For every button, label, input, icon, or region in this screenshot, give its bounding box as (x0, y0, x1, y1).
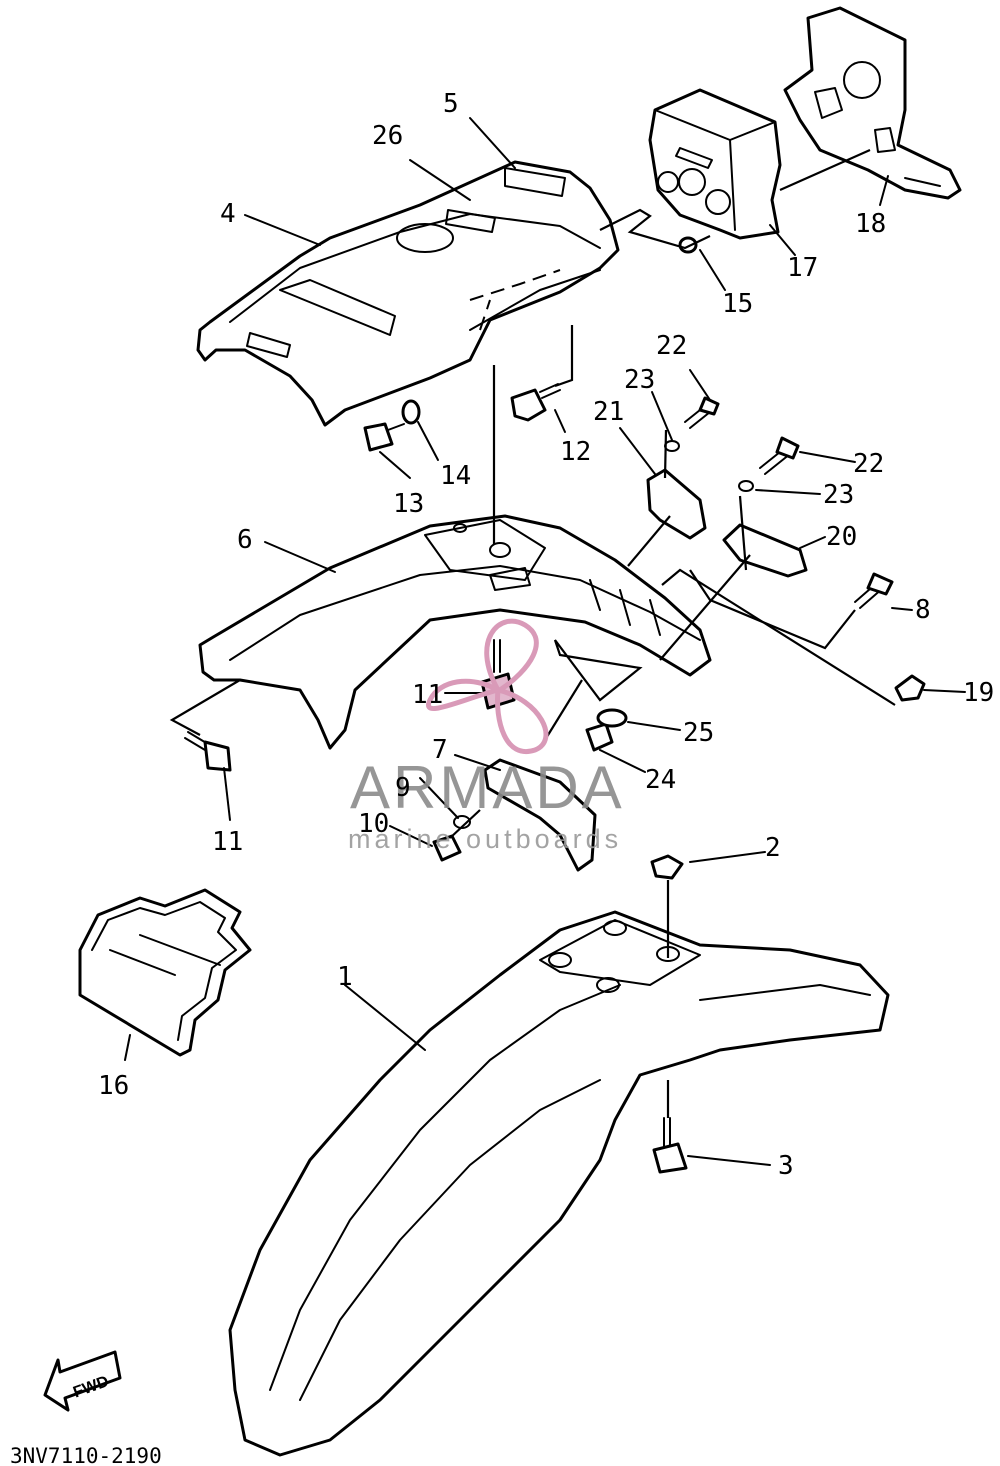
callout-labels: 1 2 3 4 5 6 7 8 9 10 11 11 12 13 14 15 1… (98, 89, 994, 1181)
watermark-subtitle: marine outboards (348, 824, 622, 854)
watermark-title: ARMADA (350, 754, 625, 821)
callout-22-right: 22 (853, 449, 884, 479)
callout-22-upper: 22 (656, 331, 687, 361)
hardware-parts (184, 236, 926, 1174)
callout-5: 5 (443, 89, 459, 119)
diagram-code: 3NV7110-2190 (10, 1444, 162, 1466)
part-17-tail-light (648, 88, 782, 240)
callout-20: 20 (826, 522, 857, 552)
callout-18: 18 (855, 209, 886, 239)
callout-4: 4 (220, 199, 236, 229)
fwd-arrow-icon: FWD (43, 1350, 122, 1412)
callout-13: 13 (393, 489, 424, 519)
part-6-inner-fender (198, 514, 712, 750)
callout-9: 9 (395, 773, 411, 803)
callout-1: 1 (337, 962, 353, 992)
callout-11-upper: 11 (412, 680, 443, 710)
callout-8: 8 (915, 595, 931, 625)
part-16-shield (78, 888, 252, 1057)
callout-25: 25 (683, 718, 714, 748)
part-18-bracket (783, 6, 962, 200)
callout-23-right: 23 (823, 480, 854, 510)
callout-21: 21 (593, 397, 624, 427)
callout-24: 24 (645, 765, 676, 795)
callout-12: 12 (560, 437, 591, 467)
callout-26: 26 (372, 121, 403, 151)
callout-7: 7 (432, 735, 448, 765)
callout-15: 15 (722, 289, 753, 319)
callout-6: 6 (237, 525, 253, 555)
callout-10: 10 (358, 809, 389, 839)
callout-19: 19 (963, 678, 994, 708)
propeller-logo-icon (426, 618, 549, 755)
callout-16: 16 (98, 1071, 129, 1101)
callout-2: 2 (765, 833, 781, 863)
assembly-lines (169, 148, 896, 1118)
part-1-front-fender (228, 910, 890, 1457)
callout-14: 14 (440, 461, 471, 491)
callout-3: 3 (778, 1151, 794, 1181)
callout-17: 17 (787, 253, 818, 283)
watermark: ARMADA marine outboards (348, 618, 625, 854)
leader-lines (124, 117, 966, 1166)
callout-11-lower: 11 (212, 827, 243, 857)
callout-23-upper: 23 (624, 365, 655, 395)
part-4-rear-cover (196, 160, 620, 427)
